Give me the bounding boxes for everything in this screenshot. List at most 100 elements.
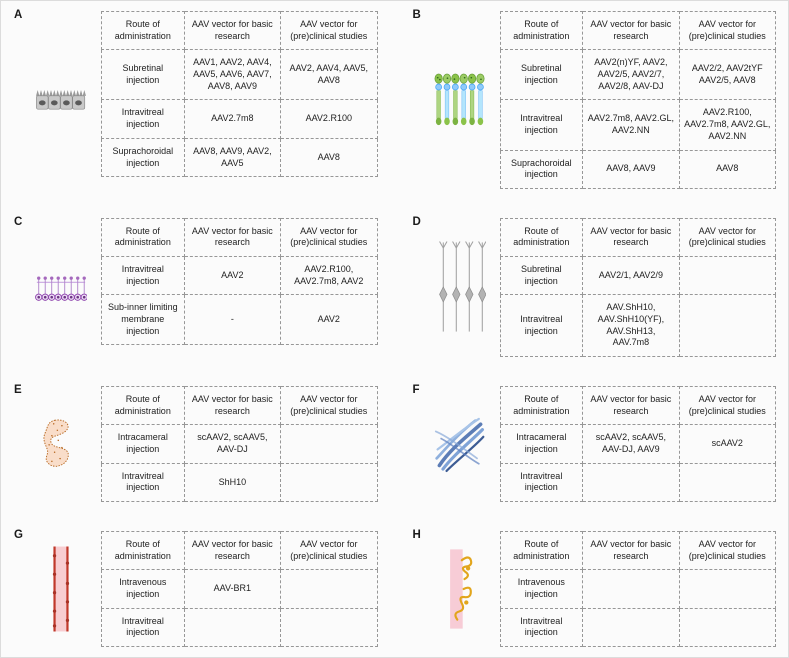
clinical-cell: AAV2.R100: [280, 99, 378, 139]
rpe-cell-layer-illustration: [31, 89, 91, 111]
clinical-cell: [280, 462, 378, 503]
panel-letter: E: [14, 383, 22, 396]
panel-grid: A Route of administration AAV vecto: [13, 9, 777, 647]
basic-cell: AAV2(n)YF, AAV2, AAV2/5, AAV2/7, AAV2/8,…: [582, 49, 680, 101]
clinical-cell: AAV8: [678, 149, 777, 189]
preclinical-studies-header: AAV vector for (pre)clinical studies: [280, 10, 378, 51]
preclinical-studies-header: AAV vector for (pre)clinical studies: [280, 217, 378, 258]
preclinical-studies-header: AAV vector for (pre)clinical studies: [678, 385, 777, 426]
table-header-row: Route of administration AAV vector for b…: [499, 10, 777, 51]
basic-cell: [183, 607, 282, 647]
figure-panel: G Route of administration AAV vector for…: [13, 528, 378, 647]
route-of-administration-header: Route of administration: [101, 385, 185, 426]
preclinical-studies-header: AAV vector for (pre)clinical studies: [678, 530, 777, 571]
panel-letter: D: [412, 215, 421, 228]
route-cell: Suprachoroidal injection: [101, 137, 185, 178]
figure-panel: A Route of administration AAV vecto: [13, 9, 378, 189]
route-cell: Intravitreal injection: [101, 99, 185, 139]
panel-letter: C: [14, 215, 23, 228]
basic-cell: scAAV2, scAAV5, AAV-DJ: [183, 424, 282, 464]
basic-cell: AAV8, AAV9: [582, 149, 680, 189]
retinal-ganglion-cells-illustration: [430, 239, 490, 335]
basic-cell: AAV2: [183, 256, 282, 296]
clinical-cell: scAAV2: [678, 424, 777, 464]
panel-letter: F: [412, 383, 420, 396]
basic-cell: scAAV2, scAAV5, AAV-DJ, AAV9: [582, 424, 680, 464]
route-cell: Subretinal injection: [499, 49, 584, 101]
preclinical-studies-header: AAV vector for (pre)clinical studies: [280, 385, 378, 426]
figure-panel: E Route of administration AAV vector for…: [13, 383, 378, 503]
clinical-cell: [678, 607, 777, 647]
clinical-cell: AAV2.R100, AAV2.7m8, AAV2.GL, AAV2.NN: [678, 99, 777, 151]
panel-letter: A: [14, 9, 23, 21]
route-cell: Intravitreal injection: [499, 607, 584, 647]
route-of-administration-header: Route of administration: [101, 10, 185, 51]
panel-letter: G: [14, 528, 23, 541]
route-of-administration-header: Route of administration: [499, 385, 584, 426]
clinical-cell: [280, 424, 378, 464]
pericytes-illustration: [430, 546, 490, 632]
clinical-cell: [678, 256, 777, 296]
trabecular-meshwork-illustration: [430, 415, 490, 473]
basic-research-header: AAV vector for basic research: [582, 10, 680, 51]
clinical-cell: [678, 462, 777, 503]
ciliary-body-illustration: [31, 417, 91, 471]
route-cell: Subretinal injection: [101, 49, 185, 101]
basic-cell: [582, 462, 680, 503]
table-header-row: Route of administration AAV vector for b…: [101, 217, 378, 258]
route-cell: Intravitreal injection: [101, 462, 185, 503]
basic-cell: AAV2.7m8, AAV2.GL, AAV2.NN: [582, 99, 680, 151]
clinical-cell: AAV2.R100, AAV2.7m8, AAV2: [280, 256, 378, 296]
route-cell: Suprachoroidal injection: [499, 149, 584, 189]
aav-table: Route of administration AAV vector for b…: [499, 10, 777, 189]
table-row: Intravenous injection: [499, 569, 777, 609]
basic-cell: AAV1, AAV2, AAV4, AAV5, AAV6, AAV7, AAV8…: [183, 49, 282, 101]
basic-cell: -: [183, 294, 282, 346]
aav-table: Route of administration AAV vector for b…: [499, 530, 777, 647]
route-of-administration-header: Route of administration: [499, 10, 584, 51]
basic-cell: AAV2.7m8: [183, 99, 282, 139]
aav-table: Route of administration AAV vector for b…: [499, 385, 777, 503]
aav-table: Route of administration AAV vector for b…: [101, 217, 378, 346]
figure-panel: C Route of administration AAV vector for…: [13, 215, 378, 358]
basic-cell: [582, 569, 680, 609]
route-of-administration-header: Route of administration: [499, 530, 584, 571]
basic-cell: AAV2/1, AAV2/9: [582, 256, 680, 296]
table-row: Sub-inner limiting membrane injection-AA…: [101, 294, 378, 346]
table-row: Intravitreal injection: [101, 607, 378, 647]
figure-panel: H Route of administration AAV vector for…: [412, 528, 777, 647]
route-of-administration-header: Route of administration: [499, 217, 584, 258]
clinical-cell: [280, 569, 378, 609]
preclinical-studies-header: AAV vector for (pre)clinical studies: [280, 530, 378, 571]
clinical-cell: [678, 569, 777, 609]
clinical-cell: [280, 607, 378, 647]
figure-panel: D Route of administration AAV vector for…: [412, 215, 777, 358]
panel-letter: H: [412, 528, 421, 541]
clinical-cell: AAV2: [280, 294, 378, 346]
route-cell: Intravitreal injection: [499, 99, 584, 151]
route-cell: Sub-inner limiting membrane injection: [101, 294, 185, 346]
table-row: Intravitreal injection: [499, 462, 777, 503]
route-cell: Intravitreal injection: [499, 294, 584, 358]
bipolar-horizontal-cells-illustration: [31, 271, 91, 303]
clinical-cell: AAV2/2, AAV2tYF AAV2/5, AAV8: [678, 49, 777, 101]
table-header-row: Route of administration AAV vector for b…: [499, 530, 777, 571]
route-of-administration-header: Route of administration: [101, 217, 185, 258]
route-cell: Intracameral injection: [101, 424, 185, 464]
retinal-vessel-illustration: [31, 544, 91, 634]
table-row: Intravitreal injection: [499, 607, 777, 647]
